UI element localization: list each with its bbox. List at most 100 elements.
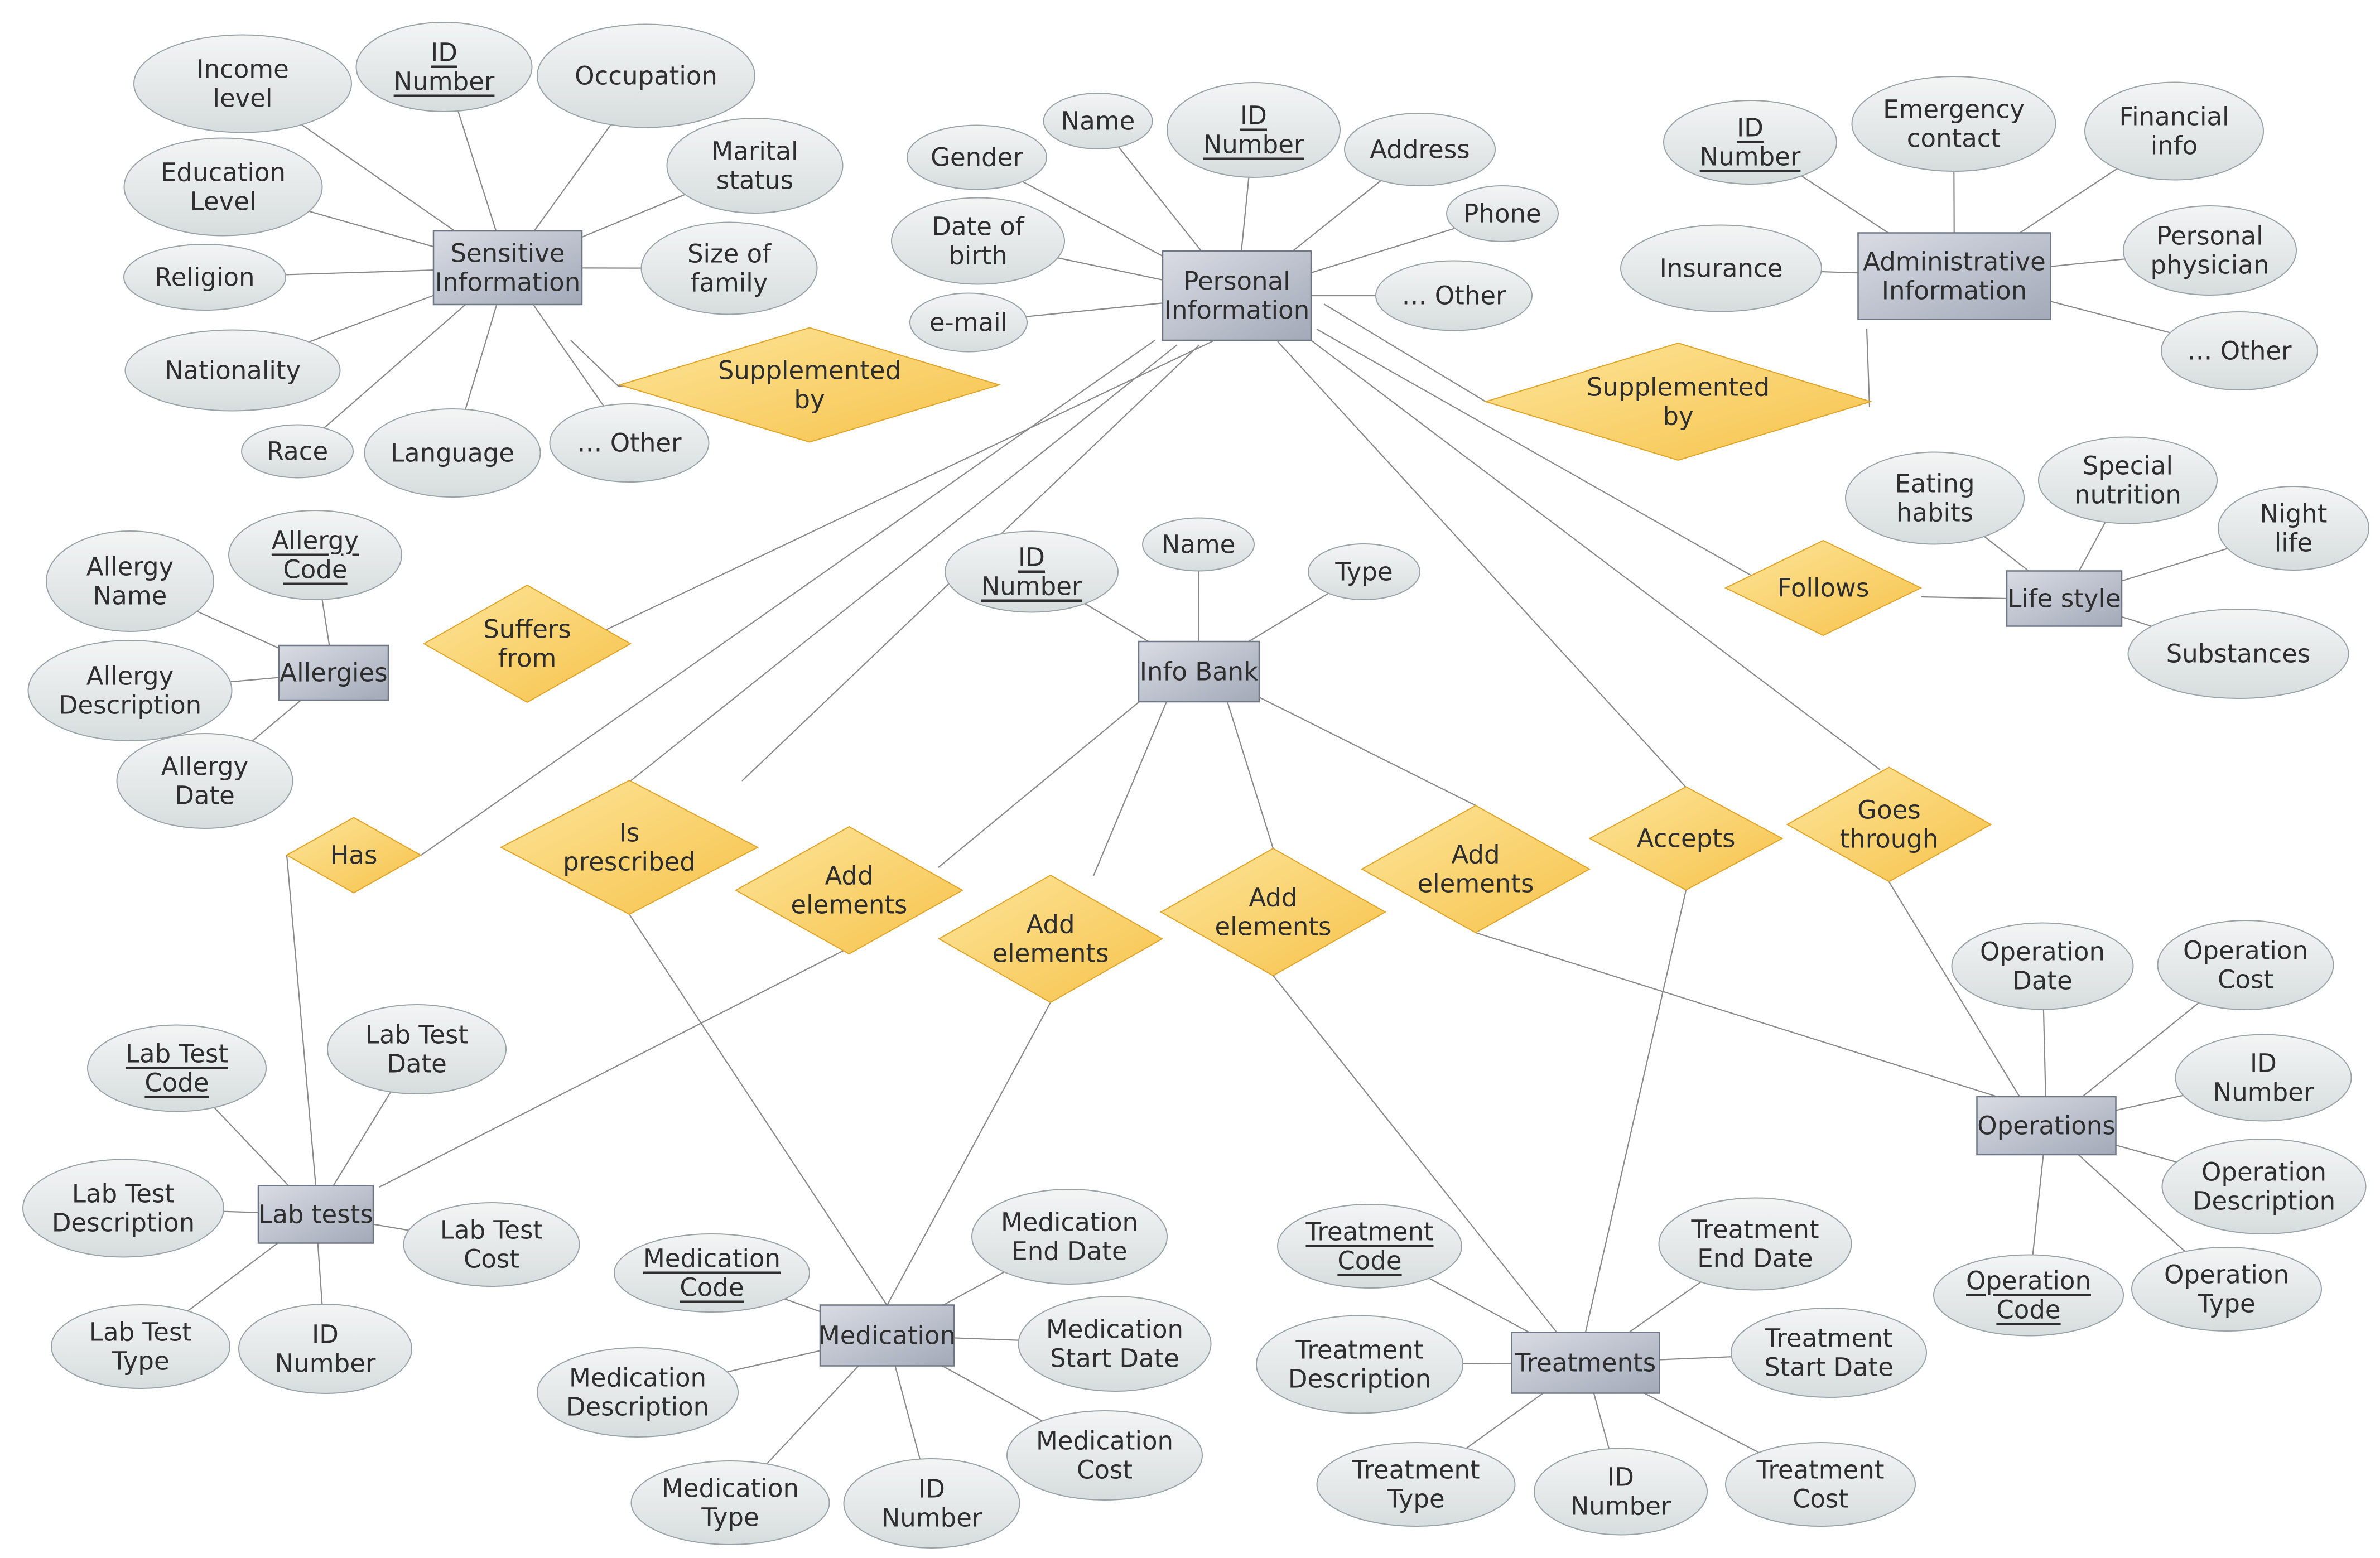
attribute-ellipse	[1658, 1197, 1852, 1291]
attribute-s_race[interactable]: Race	[241, 424, 354, 479]
entity-treatments[interactable]: Treatments	[1511, 1332, 1660, 1394]
relationship-label-line: elements	[791, 890, 907, 920]
attribute-s_occupation[interactable]: Occupation	[537, 23, 755, 128]
attribute-ib_type[interactable]: Type	[1308, 543, 1420, 600]
attribute-p_address[interactable]: Address	[1344, 113, 1496, 186]
attribute-p_other[interactable]: … Other	[1375, 260, 1533, 331]
attribute-s_religion[interactable]: Religion	[123, 244, 286, 311]
attribute-ellipse	[1933, 1254, 2124, 1337]
attribute-p_email[interactable]: e-mail	[909, 292, 1028, 353]
relationship-has[interactable]: Has	[285, 817, 422, 894]
entity-lifestyle[interactable]: Life style	[2006, 570, 2123, 627]
attribute-a_other[interactable]: … Other	[2161, 311, 2318, 390]
attribute-label-line: ID	[918, 1474, 945, 1504]
attribute-p_phone[interactable]: Phone	[1446, 185, 1559, 242]
attribute-ls_substances[interactable]: Substances	[2127, 609, 2349, 699]
attribute-a_insurance[interactable]: Insurance	[1620, 224, 1822, 312]
relationship-follows[interactable]: Follows	[1724, 539, 1923, 636]
entity-operations[interactable]: Operations	[1976, 1096, 2117, 1156]
entity-medication[interactable]: Medication	[818, 1304, 956, 1367]
attribute-label-line: status	[716, 166, 793, 195]
relationship-label-line: prescribed	[563, 847, 696, 877]
relationship-connector	[1475, 932, 1998, 1098]
relationship-label-line: Accepts	[1637, 824, 1736, 853]
attribute-label-line: Night	[2260, 499, 2328, 529]
attribute-s_nationality[interactable]: Nationality	[124, 329, 341, 412]
attribute-ellipse	[891, 197, 1065, 285]
attribute-ellipse	[87, 1024, 267, 1112]
attribute-ellipse	[1167, 82, 1341, 178]
entity-labtests[interactable]: Lab tests	[257, 1185, 374, 1244]
attribute-p_name[interactable]: Name	[1043, 93, 1153, 149]
relationship-accepts[interactable]: Accepts	[1588, 786, 1784, 891]
attribute-ib_name[interactable]: Name	[1142, 517, 1255, 572]
attribute-s_other[interactable]: … Other	[549, 403, 710, 483]
attribute-p_gender[interactable]: Gender	[907, 124, 1047, 190]
attribute-s_language[interactable]: Language	[364, 408, 541, 498]
attribute-ellipse	[27, 640, 233, 741]
attribute-label-line: Code	[144, 1068, 209, 1098]
attribute-label-line: Emergency	[1883, 95, 2025, 124]
attribute-label-line: Operation	[2183, 936, 2308, 966]
entity-allergies[interactable]: Allergies	[278, 644, 389, 701]
entity-infobank[interactable]: Info Bank	[1138, 640, 1260, 703]
